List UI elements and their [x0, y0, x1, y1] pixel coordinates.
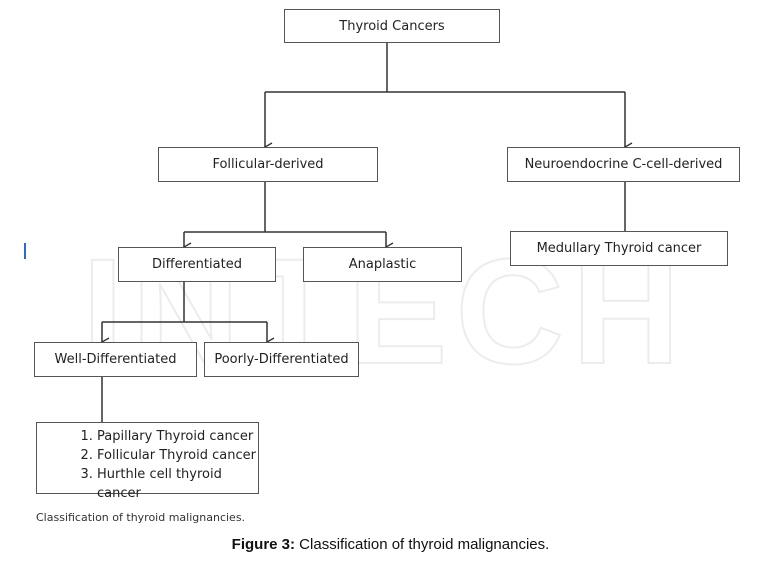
node-neuroendocrine: Neuroendocrine C-cell-derived: [507, 147, 740, 182]
edge-mark: [24, 243, 26, 259]
figure-caption-text: Classification of thyroid malignancies.: [295, 536, 550, 553]
node-well-differentiated: Well-Differentiated: [34, 342, 197, 377]
node-follicular-derived: Follicular-derived: [158, 147, 378, 182]
list-item: Follicular Thyroid cancer: [97, 446, 258, 465]
list-item: Papillary Thyroid cancer: [97, 427, 258, 446]
node-poorly-differentiated: Poorly-Differentiated: [204, 342, 359, 377]
figure-inner-caption: Classification of thyroid malignancies.: [36, 511, 246, 524]
node-differentiated: Differentiated: [118, 247, 276, 282]
figure-caption-label: Figure 3:: [231, 536, 296, 553]
list-item: Hurthle cell thyroid cancer: [97, 465, 258, 503]
figure-caption: Figure 3: Classification of thyroid mali…: [0, 536, 781, 553]
node-subtypes-list: Papillary Thyroid cancer Follicular Thyr…: [36, 422, 259, 501]
node-medullary: Medullary Thyroid cancer: [510, 231, 728, 266]
node-anaplastic: Anaplastic: [303, 247, 462, 282]
node-thyroid-cancers: Thyroid Cancers: [284, 9, 500, 43]
